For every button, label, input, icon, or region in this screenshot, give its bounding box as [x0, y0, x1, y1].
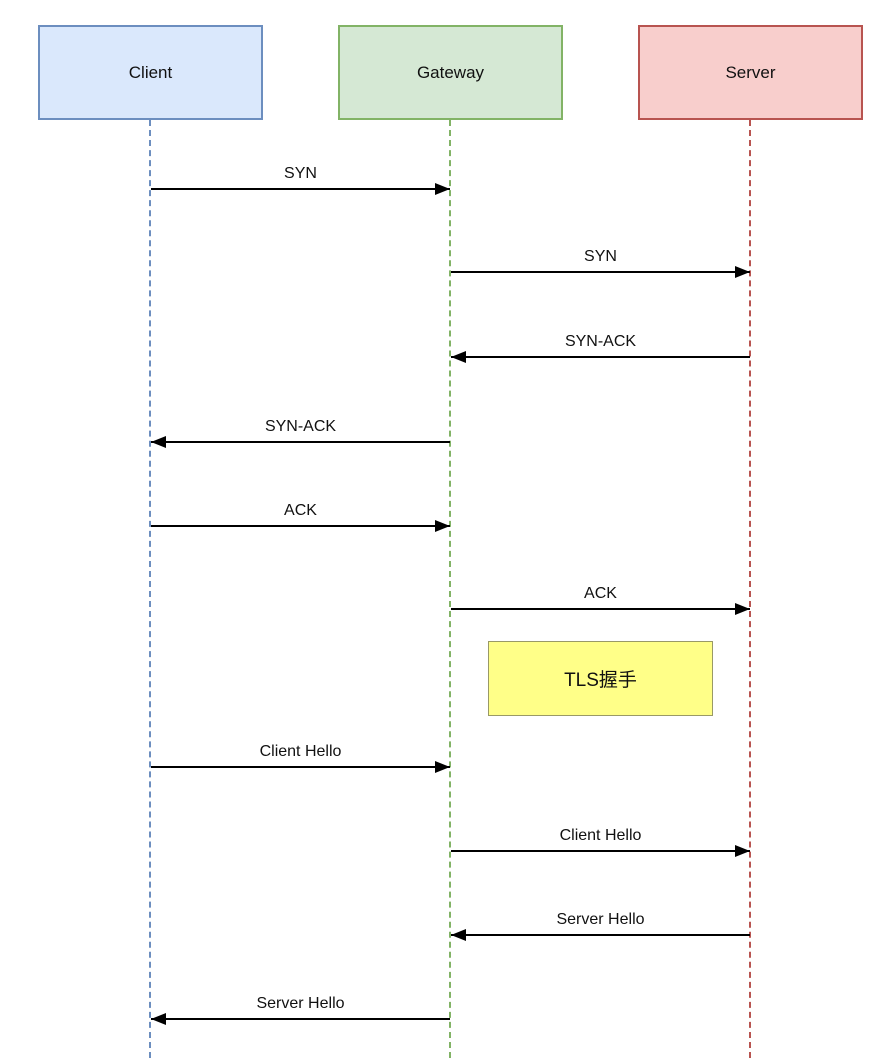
message-label: Client Hello — [259, 743, 342, 760]
arrowhead-right-icon — [435, 761, 450, 773]
message-clienthello-gateway-server: Client Hello — [451, 822, 750, 857]
message-syn-client-gateway: SYN — [151, 160, 450, 195]
lifeline-server — [749, 120, 751, 1058]
message-label: Server Hello — [256, 995, 345, 1012]
arrowhead-right-icon — [735, 603, 750, 615]
note-tls-handshake: TLS握手 — [488, 641, 713, 716]
message-line — [151, 188, 450, 190]
message-serverhello-gateway-client: Server Hello — [151, 990, 450, 1025]
arrowhead-left-icon — [451, 929, 466, 941]
message-label: ACK — [584, 585, 617, 602]
message-label: SYN-ACK — [264, 418, 337, 435]
message-syn-gateway-server: SYN — [451, 243, 750, 278]
lifeline-gateway — [449, 120, 451, 1058]
message-line — [151, 525, 450, 527]
message-line — [451, 850, 750, 852]
arrowhead-left-icon — [451, 351, 466, 363]
message-label: ACK — [284, 502, 317, 519]
message-line — [451, 356, 750, 358]
message-label: SYN — [284, 165, 317, 182]
message-line — [151, 441, 450, 443]
actor-label-server: Server — [725, 62, 776, 82]
message-line — [151, 1018, 450, 1020]
actor-label-client: Client — [128, 62, 173, 82]
message-label: SYN — [584, 248, 617, 265]
message-label: SYN-ACK — [564, 333, 637, 350]
message-label: Server Hello — [556, 911, 645, 928]
message-ack-client-gateway: ACK — [151, 497, 450, 532]
message-line — [451, 934, 750, 936]
note-label: TLS握手 — [564, 670, 637, 691]
arrowhead-right-icon — [735, 845, 750, 857]
lifeline-client — [149, 120, 151, 1058]
message-synack-gateway-client: SYN-ACK — [151, 413, 450, 448]
arrowhead-left-icon — [151, 1013, 166, 1025]
arrowhead-right-icon — [735, 266, 750, 278]
actor-box-client: Client — [38, 25, 263, 120]
message-label: Client Hello — [559, 827, 642, 844]
actor-box-server: Server — [638, 25, 863, 120]
message-clienthello-client-gateway: Client Hello — [151, 738, 450, 773]
message-line — [151, 766, 450, 768]
message-line — [451, 608, 750, 610]
actor-box-gateway: Gateway — [338, 25, 563, 120]
arrowhead-right-icon — [435, 183, 450, 195]
arrowhead-right-icon — [435, 520, 450, 532]
message-ack-gateway-server: ACK — [451, 580, 750, 615]
message-synack-server-gateway: SYN-ACK — [451, 328, 750, 363]
actor-label-gateway: Gateway — [416, 62, 485, 82]
arrowhead-left-icon — [151, 436, 166, 448]
message-line — [451, 271, 750, 273]
message-serverhello-server-gateway: Server Hello — [451, 906, 750, 941]
